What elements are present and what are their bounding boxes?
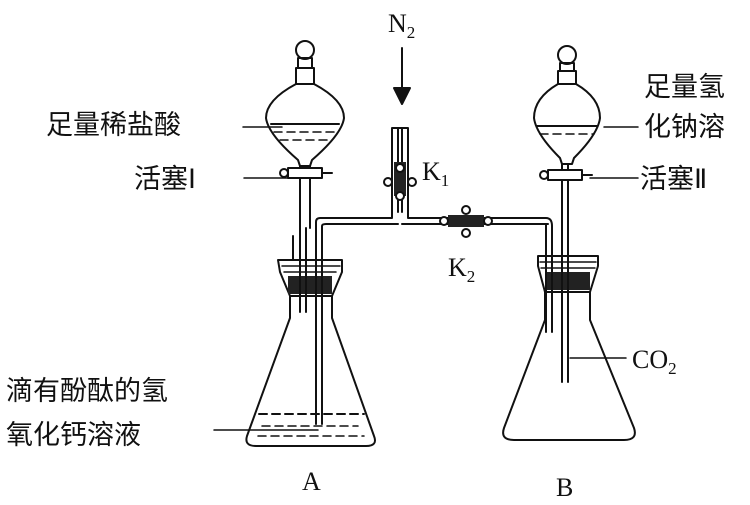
labels: N2 足量稀盐酸 活塞Ⅰ K1 K2 足量氢 化钠溶 活塞Ⅱ CO2 滴有酚酞的…: [6, 9, 725, 502]
separatory-funnel-b: [533, 45, 601, 231]
valve-2-label: 活塞Ⅱ: [640, 164, 707, 195]
naoh-label-line-2: 化钠溶: [644, 112, 725, 143]
clamp-k1[interactable]: [383, 162, 417, 201]
funnel-a-bulb: [265, 83, 345, 167]
clamp-k2[interactable]: [439, 205, 493, 238]
leader-lines: [213, 126, 639, 431]
stopcock-2[interactable]: [547, 169, 583, 181]
flask-a-label: A: [302, 467, 321, 496]
n2-label: N2: [388, 9, 415, 42]
flask-b: [502, 229, 636, 441]
n2-inlet-arrow: [393, 47, 411, 105]
valve-1-label: 活塞Ⅰ: [134, 164, 196, 195]
flask-a-stopper: [277, 259, 343, 297]
flask-a: [245, 227, 376, 447]
acid-label: 足量稀盐酸: [46, 110, 181, 141]
flask-b-body: [502, 291, 636, 441]
flask-b-stopper: [537, 255, 599, 293]
flask-a-body: [245, 295, 376, 447]
funnel-b-bulb: [533, 83, 601, 165]
indicator-label-line-2: 氧化钙溶液: [6, 420, 141, 451]
separatory-funnel-a: [265, 40, 345, 229]
flask-b-label: B: [556, 473, 573, 500]
k1-label: K1: [422, 157, 449, 190]
k2-label: K2: [448, 253, 475, 286]
indicator-label-line-1: 滴有酚酞的氢: [6, 376, 168, 407]
connecting-tube: [315, 127, 553, 263]
co2-label: CO2: [632, 345, 677, 378]
stopcock-1[interactable]: [287, 167, 323, 179]
naoh-label-line-1: 足量氢: [644, 72, 725, 103]
